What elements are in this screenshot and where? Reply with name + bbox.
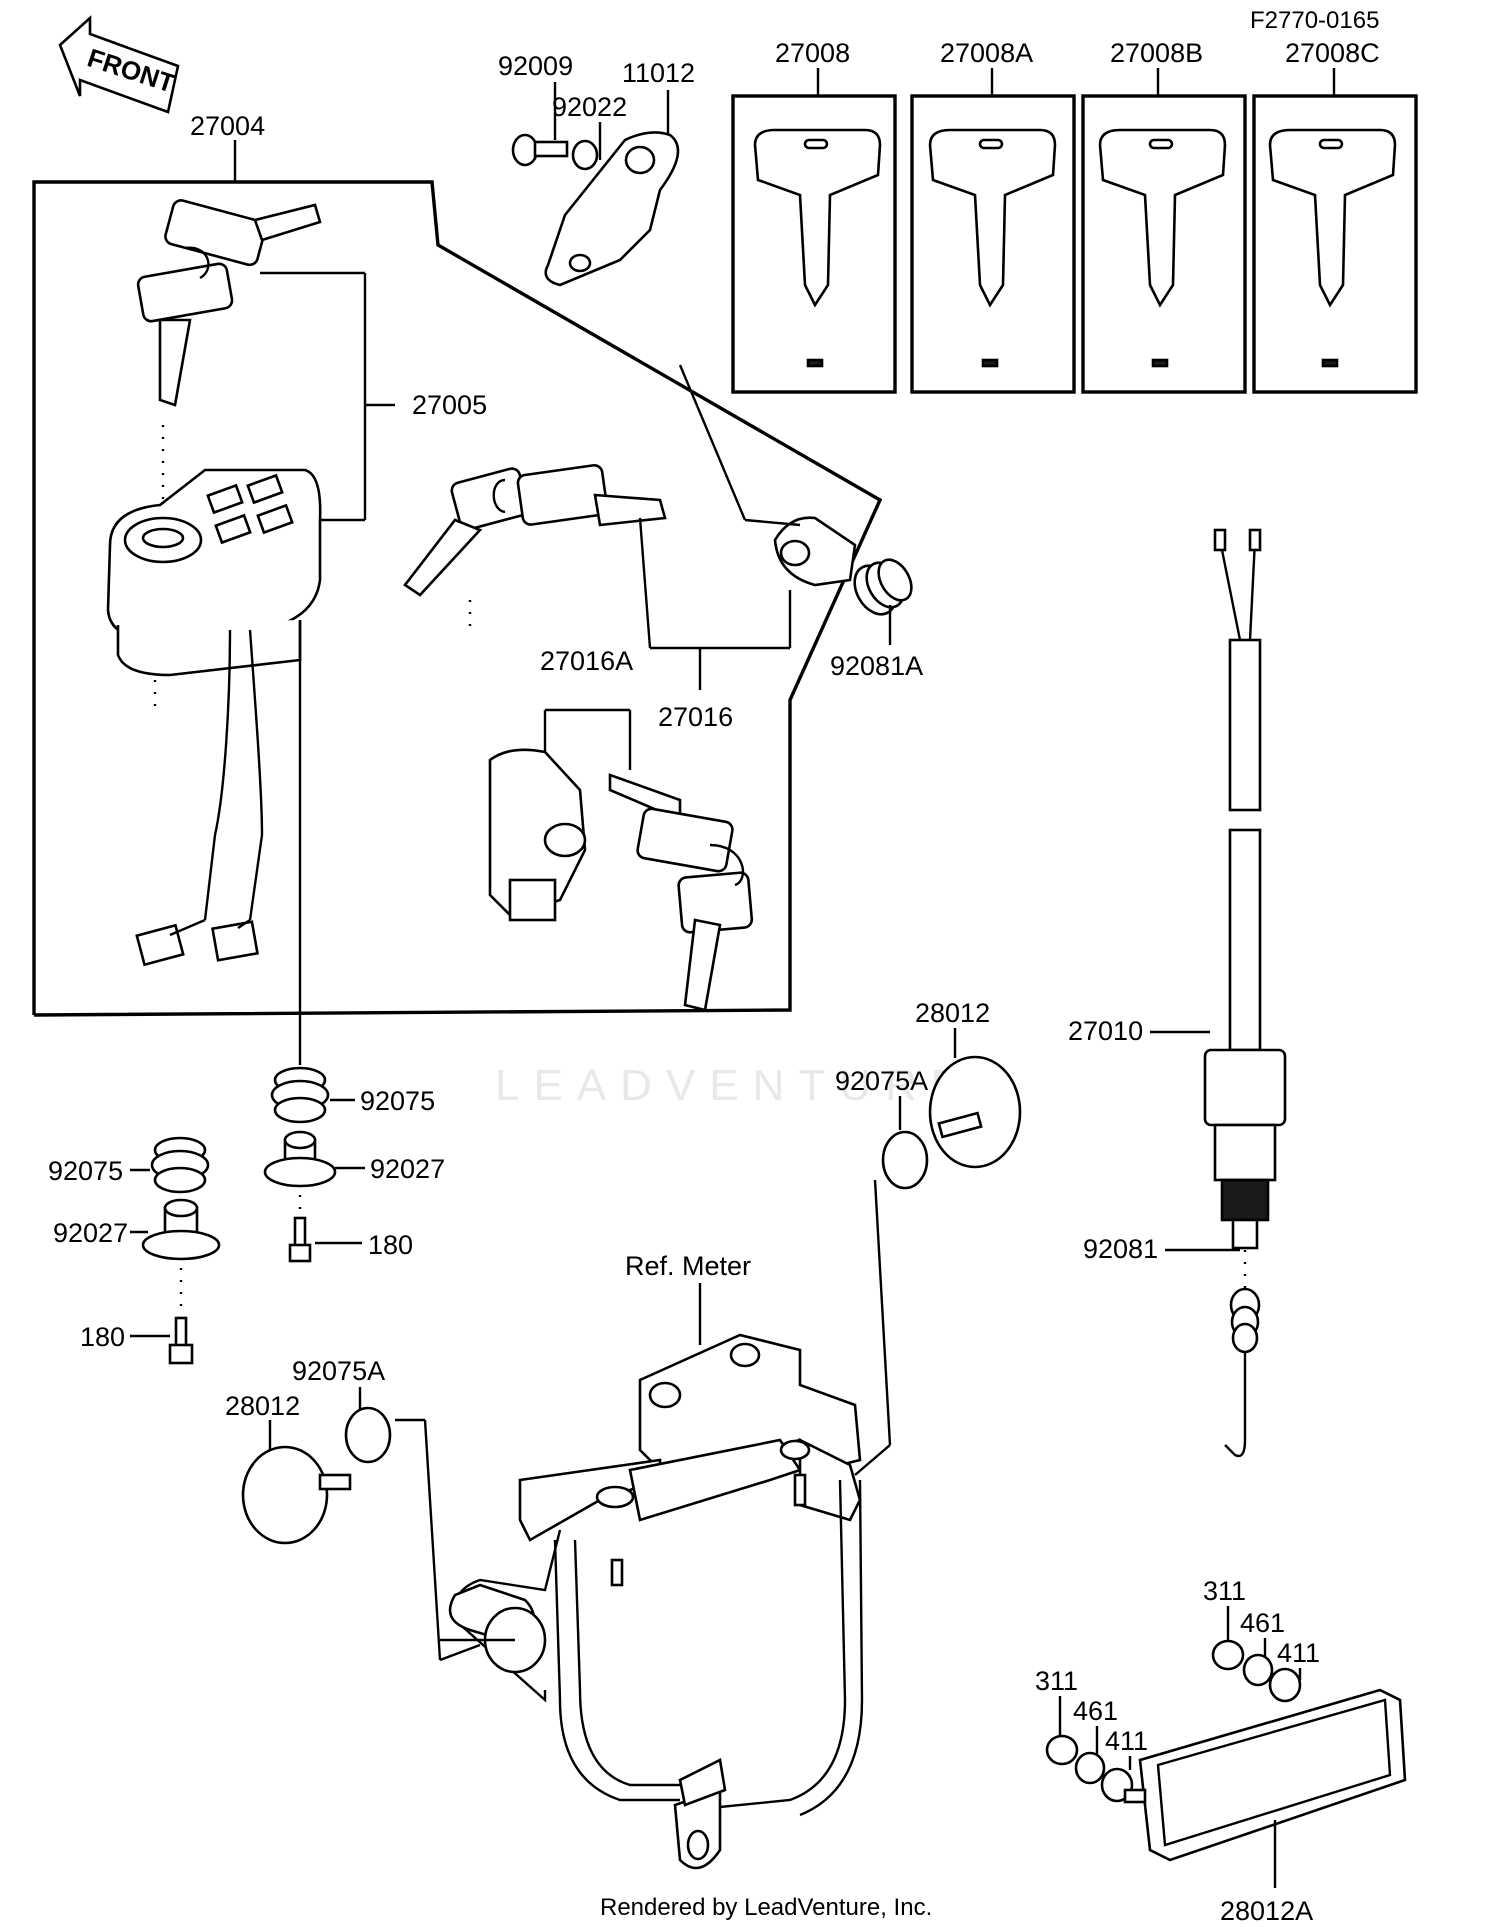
label-28012-right: 28012 <box>915 998 990 1028</box>
reflector-28012-right-icon <box>928 1055 1022 1169</box>
seat-lock-icon <box>488 748 587 922</box>
label-180-left: 180 <box>80 1322 125 1352</box>
front-arrow-icon: FRONT <box>58 15 180 114</box>
washer-92075A-right-icon <box>881 1130 929 1190</box>
brake-switch-27010-icon <box>1203 1048 1287 1250</box>
label-28012A: 28012A <box>1220 1896 1313 1926</box>
label-461-bottom: 461 <box>1073 1696 1118 1726</box>
label-27010: 27010 <box>1068 1016 1143 1046</box>
label-92081A: 92081A <box>830 651 923 681</box>
label-180-center: 180 <box>368 1230 413 1260</box>
spring-92081-icon <box>1224 1287 1261 1458</box>
ignition-switch-icon <box>106 468 322 967</box>
footer-credit: Rendered by LeadVenture, Inc. <box>600 1894 932 1921</box>
collar-92027-left-icon <box>141 1198 221 1261</box>
washer-461-bottom-icon <box>1074 1751 1106 1785</box>
label-92075A-left: 92075A <box>292 1356 385 1386</box>
washer-461-top-icon <box>1242 1653 1274 1687</box>
label-27004: 27004 <box>190 111 265 141</box>
center-grommet-stack: 92075 92027 180 <box>263 1066 445 1263</box>
diagram-code: F2770-0165 <box>1250 7 1379 34</box>
label-92081: 92081 <box>1083 1234 1158 1264</box>
left-grommet-stack: 92075 92027 180 <box>48 1136 221 1365</box>
ignition-assembly-group: 27004 27005 <box>32 111 883 1065</box>
key-blank-27008B-icon <box>1098 128 1227 308</box>
label-311-top: 311 <box>1203 1576 1246 1606</box>
label-92022: 92022 <box>552 92 627 122</box>
left-reflector-group: 92075A 28012 <box>225 1356 481 1662</box>
rear-reflector-28012A-icon <box>1123 1688 1407 1862</box>
grommet-92075-left-icon <box>150 1136 210 1194</box>
bolt-180-left-icon <box>168 1316 194 1365</box>
washer-92075A-left-icon <box>344 1406 392 1464</box>
key-blank-27008A-icon <box>928 128 1057 308</box>
label-27008: 27008 <box>775 38 850 68</box>
label-92075-center: 92075 <box>360 1086 435 1116</box>
label-92075A-right: 92075A <box>835 1066 928 1096</box>
washer-411-top-icon <box>1268 1667 1302 1703</box>
reflector-28012-left-icon <box>241 1445 329 1545</box>
lock-cylinder-icon <box>773 516 857 587</box>
label-27016A: 27016A <box>540 646 633 676</box>
grommet-92075-center-icon <box>270 1066 330 1124</box>
label-27016: 27016 <box>658 702 733 732</box>
ignition-key-pair-icon <box>136 199 322 407</box>
label-411-bottom: 411 <box>1105 1726 1148 1756</box>
label-ref-meter: Ref. Meter <box>625 1251 751 1281</box>
brake-switch-group: 27010 92081 <box>1068 528 1287 1458</box>
spring-92081A-icon <box>853 558 913 616</box>
assembly-outline <box>32 180 883 1017</box>
rear-reflector-group: 311 461 411 311 461 411 28012A <box>1035 1576 1407 1926</box>
label-27008C: 27008C <box>1285 38 1380 68</box>
right-reflector-group: 28012 92075A <box>835 998 1022 1476</box>
label-311-bottom: 311 <box>1035 1666 1078 1696</box>
label-92027-center: 92027 <box>370 1154 445 1184</box>
key-bracket-group: 92009 92022 11012 <box>498 51 695 287</box>
meter-bracket-group: Ref. Meter <box>440 1251 864 1870</box>
seat-lock-key-pair-icon <box>608 773 754 1012</box>
label-27008A: 27008A <box>940 38 1033 68</box>
label-92009: 92009 <box>498 51 573 81</box>
bolt-180-center-icon <box>288 1216 312 1263</box>
label-461-top: 461 <box>1240 1608 1285 1638</box>
label-11012: 11012 <box>622 58 695 88</box>
bracket-11012-icon <box>544 131 680 287</box>
key-blank-27008C-icon <box>1268 128 1397 308</box>
nut-311-top-icon <box>1211 1639 1245 1671</box>
label-92027-left: 92027 <box>53 1218 128 1248</box>
label-92075-left: 92075 <box>48 1156 123 1186</box>
key-blank-27008-icon <box>753 128 882 308</box>
watermark-text: LEADVENTURE <box>495 1061 974 1110</box>
label-27008B: 27008B <box>1110 38 1203 68</box>
blank-key-27008C-box: 27008C <box>1252 38 1418 394</box>
collar-92027-center-icon <box>263 1130 337 1188</box>
label-27005: 27005 <box>412 390 487 420</box>
lock-key-pair-icon <box>403 463 667 597</box>
screw-92009-icon <box>511 133 569 167</box>
label-411-top: 411 <box>1277 1638 1320 1668</box>
blank-key-27008-box: 27008 <box>731 38 897 394</box>
nut-311-bottom-icon <box>1045 1734 1079 1766</box>
washer-92022-icon <box>571 139 599 171</box>
blank-key-27008A-box: 27008A <box>910 38 1076 394</box>
blank-key-27008B-box: 27008B <box>1081 38 1247 394</box>
label-28012-left: 28012 <box>225 1391 300 1421</box>
